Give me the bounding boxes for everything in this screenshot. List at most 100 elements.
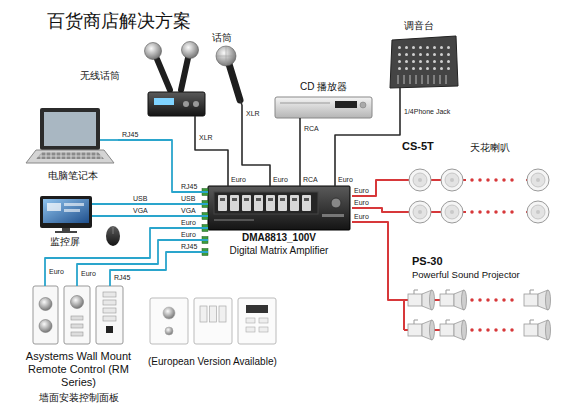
european-panel-art <box>165 327 173 335</box>
mixer-node: 调音台 <box>388 18 460 90</box>
device-label: 无线话筒 <box>80 70 120 82</box>
monitor-art <box>64 203 84 206</box>
cable-connector <box>352 222 402 300</box>
connector-label: RJ45 <box>181 243 197 251</box>
device-label: 天花喇叭 <box>470 142 510 153</box>
mixer-art <box>398 75 446 84</box>
european-panel-art <box>163 307 175 319</box>
mixer-art <box>390 36 458 90</box>
wireless-mic-art <box>145 43 162 60</box>
device-label: 话筒 <box>212 32 232 44</box>
wireless-mic-node: 无线话筒 <box>76 38 208 132</box>
wireless-mic-art <box>148 92 205 116</box>
ceiling-speaker-art <box>472 180 520 212</box>
microphone-art <box>216 46 242 105</box>
ceiling-speaker-art <box>441 201 463 223</box>
sound-projector-art <box>524 320 551 340</box>
connector-label: RCA <box>304 125 319 133</box>
wireless-mic-art <box>194 116 196 132</box>
device-label: 监控屏 <box>50 236 80 248</box>
connector-label: Euro <box>273 176 288 184</box>
connector-label: Euro <box>354 213 369 221</box>
device-label: 调音台 <box>404 20 434 32</box>
device-label: DMA8813_100V <box>208 232 350 244</box>
device-label: Powerful Sound Projector <box>412 269 520 280</box>
amplifier-art <box>331 198 341 208</box>
device-label: 电脑笔记本 <box>48 170 98 182</box>
monitor-art <box>55 231 77 233</box>
wall-panel-art <box>71 316 83 320</box>
device-label: CS-5T <box>402 140 434 153</box>
connector-label: Euro <box>181 219 196 227</box>
wall-panel-art <box>106 326 113 333</box>
sound-projector-art <box>524 290 551 310</box>
ceiling-speaker-art <box>398 169 549 223</box>
connector-label: RJ45 <box>122 131 138 139</box>
cable-connector <box>195 132 228 186</box>
monitor-art <box>47 203 61 211</box>
connector-label: Euro <box>354 187 369 195</box>
cable-connector <box>110 252 208 286</box>
cable-connector <box>45 228 208 286</box>
connector-label: Euro <box>49 268 64 276</box>
wall-panel-art <box>39 298 52 311</box>
connector-label: USB <box>133 195 147 203</box>
sound-projector-art <box>402 290 551 340</box>
device-label: 墙面安装控制面板 <box>16 392 141 404</box>
wall-panel-art <box>64 286 90 344</box>
wireless-mic-art <box>183 101 189 107</box>
mixer-art <box>390 36 458 88</box>
wall-panel-art <box>96 286 123 344</box>
european-panel-art <box>210 306 217 322</box>
european-panel-art <box>246 305 268 313</box>
connector-label: RCA <box>303 176 318 184</box>
monitor-art <box>43 199 89 223</box>
cable-connector <box>118 140 208 192</box>
european-panel-art <box>246 327 255 332</box>
wall-panel-art <box>71 296 84 309</box>
amplifier-art <box>208 186 350 230</box>
sound-projector-art <box>440 290 467 310</box>
cable-connector <box>352 208 398 212</box>
ceiling-speaker-art <box>527 169 549 191</box>
wireless-mic-art <box>182 42 199 59</box>
cd-player-art <box>280 103 330 104</box>
monitor-art <box>92 203 128 205</box>
wall-panel-art <box>71 324 83 328</box>
laptop-art <box>26 150 114 163</box>
ceiling-speaker-art <box>409 201 431 223</box>
ceiling-speaker-art <box>527 201 549 223</box>
european-panel-node: (European Version Available) <box>145 292 290 372</box>
cd-player-art <box>335 101 357 108</box>
monitor-art <box>40 196 92 228</box>
microphone-node: 话筒 <box>205 30 255 105</box>
amplifier-art <box>214 192 318 214</box>
connector-label: Euro <box>354 199 369 207</box>
connector-label: Euro <box>81 270 96 278</box>
european-panel-art <box>219 306 226 322</box>
wireless-mic-art <box>154 98 174 105</box>
wall-panel-art <box>103 292 116 297</box>
sound-projector-node: PS-30Powerful Sound Projector <box>402 253 558 345</box>
cable-connector <box>128 203 208 205</box>
sound-projector-art <box>472 300 520 330</box>
connector-label: XLR <box>246 110 260 118</box>
mixer-art <box>399 87 401 90</box>
monitor-art <box>62 228 70 231</box>
european-panel-art <box>259 318 268 323</box>
monitor-art <box>106 226 120 246</box>
wireless-mic-art <box>193 101 199 107</box>
european-panel-art <box>246 318 255 323</box>
laptop-art <box>100 139 118 141</box>
wall-panel-art <box>71 332 83 336</box>
page-title: 百货商店解决方案 <box>47 11 191 33</box>
connector-label: USB <box>181 195 195 203</box>
laptop-art <box>44 112 96 146</box>
ceiling-speaker-node: CS-5T 天花喇叭 <box>398 138 558 226</box>
laptop-art <box>36 152 104 159</box>
european-panel-art <box>200 306 207 322</box>
european-panel-art <box>150 298 276 344</box>
laptop-art <box>40 108 100 150</box>
connector-label: Euro <box>231 176 246 184</box>
amplifier-node: DMA8813_100VDigital Matrix Amplifier <box>208 186 352 259</box>
